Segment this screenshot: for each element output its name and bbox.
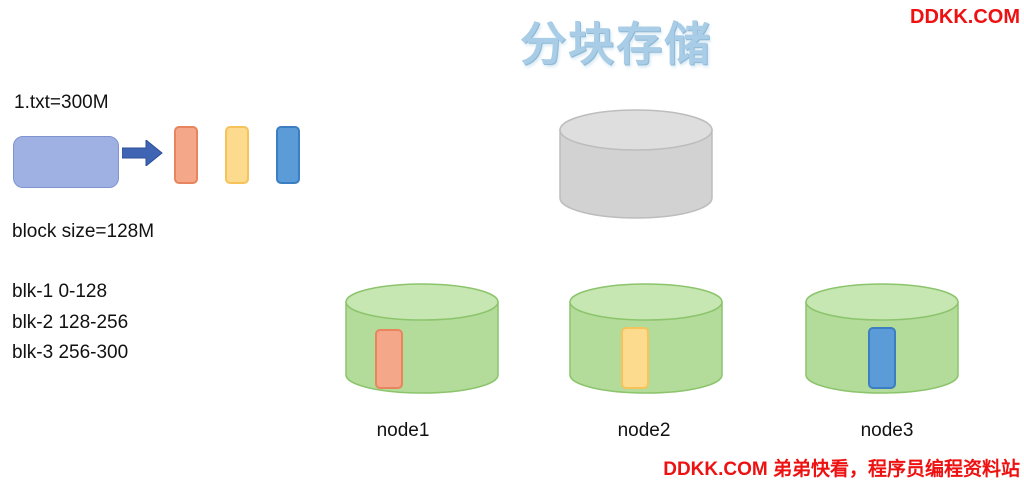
node2-label: node2	[617, 420, 671, 441]
block-2-icon	[225, 126, 249, 184]
block-3-icon	[276, 126, 300, 184]
watermark-top: DDKK.COM	[910, 6, 1020, 28]
page-title: 分块存储	[520, 17, 712, 71]
block-range-3: blk-3 256-300	[12, 342, 129, 363]
node3-label: node3	[860, 420, 914, 441]
file-label: 1.txt=300M	[14, 92, 109, 113]
node2-cylinder	[569, 283, 723, 394]
block-range-2: blk-2 128-256	[12, 312, 129, 333]
file-box	[13, 136, 119, 188]
node3-cylinder	[805, 283, 959, 394]
watermark-bottom: DDKK.COM 弟弟快看，程序员编程资料站	[663, 459, 1020, 480]
block-size-label: block size=128M	[12, 221, 155, 242]
block-1-icon	[174, 126, 198, 184]
arrow-right-icon	[122, 140, 163, 166]
node1-cylinder	[345, 283, 499, 394]
node1-label: node1	[376, 420, 430, 441]
block-range-1: blk-1 0-128	[12, 281, 108, 302]
master-cylinder	[559, 109, 713, 219]
